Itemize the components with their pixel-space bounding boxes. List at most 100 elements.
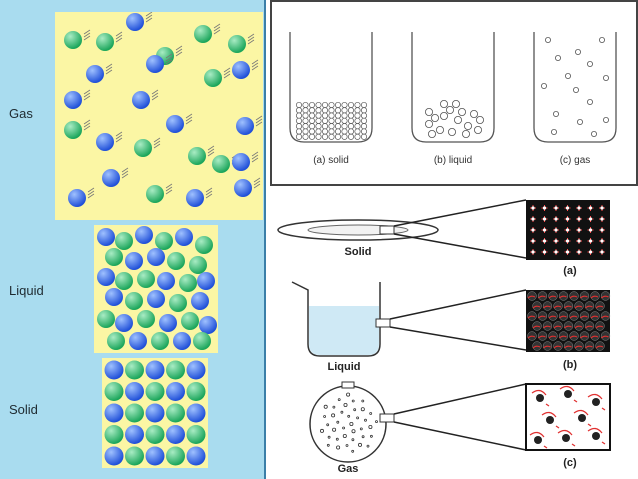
liquid-particle <box>563 341 574 351</box>
lattice-particle <box>564 238 571 244</box>
solid-grid-dot <box>321 128 329 135</box>
liquid-particle <box>563 321 574 331</box>
liquid-beaker-dot <box>424 108 433 117</box>
lattice-particle <box>576 216 582 222</box>
lattice-particle <box>587 227 594 233</box>
particle <box>105 288 123 306</box>
liquid-particle <box>537 311 548 321</box>
liquid-beaker-dot <box>453 116 462 125</box>
solid-grid-dot <box>315 117 322 124</box>
solid-grid-dot <box>334 123 342 130</box>
particle <box>86 63 113 83</box>
particle <box>104 425 124 444</box>
particle <box>193 332 211 350</box>
particle <box>125 382 144 401</box>
liquid-particle <box>558 311 569 321</box>
solid-grid-dot <box>360 101 368 109</box>
solid-grid-dot <box>354 112 361 119</box>
flask-particle <box>336 445 341 450</box>
particle <box>186 425 206 444</box>
liquid-particle <box>548 331 558 341</box>
solid-grid-dot <box>341 107 348 114</box>
gas-beaker-dot <box>574 49 581 56</box>
zoom-gas-particles <box>529 385 606 449</box>
solid-grid-dot <box>308 123 316 130</box>
liquid-beaker-dot <box>430 114 439 123</box>
liquid-particle <box>553 301 563 311</box>
particle <box>68 187 95 207</box>
zoom-label-b: (b) <box>563 359 577 371</box>
particle <box>191 292 209 310</box>
solid-grid-dot <box>315 101 322 109</box>
solid-grid-dot <box>334 112 342 119</box>
flask-particle <box>335 437 339 441</box>
gas-particle <box>587 393 606 411</box>
flask-particle <box>368 424 373 429</box>
particle <box>125 360 144 380</box>
particle <box>104 360 124 380</box>
label-solid: Solid <box>345 246 372 258</box>
flask-particle <box>336 420 340 424</box>
lattice-particle <box>576 238 582 244</box>
flask-particle <box>359 427 363 431</box>
particle <box>125 425 144 444</box>
gas-beaker-dot <box>602 117 609 124</box>
solid-grid-dot <box>341 128 348 135</box>
particle <box>188 145 215 165</box>
liquid-particle <box>542 341 553 351</box>
liquid-particle <box>537 291 548 301</box>
liquid-particles <box>94 225 218 353</box>
solid-grid-dot <box>341 112 348 119</box>
liquid-beaker-particles <box>424 100 484 138</box>
lattice-particle <box>564 205 571 211</box>
label-gas: Gas <box>338 463 359 475</box>
solid-grid-dot <box>354 117 361 124</box>
particle <box>232 151 259 171</box>
particle <box>181 312 199 330</box>
solid-grid-dot <box>334 128 342 135</box>
caption-solid: (a) solid <box>313 155 349 166</box>
solid-grid-dot <box>302 101 309 109</box>
zoom-label-a: (a) <box>563 265 577 277</box>
solid-grid-dot <box>347 133 355 140</box>
solid-grid-dot <box>302 112 309 119</box>
liquid-particle <box>600 291 611 301</box>
liquid-particle <box>574 321 584 331</box>
lattice-particle <box>541 249 548 255</box>
particle <box>155 232 173 250</box>
lattice-particle <box>541 216 548 222</box>
beaker-gas <box>533 32 617 143</box>
lattice-particle <box>553 205 559 211</box>
liquid-particle <box>600 311 611 321</box>
flask-particle <box>356 416 359 420</box>
particle <box>125 292 143 310</box>
flask-particle <box>346 392 351 397</box>
liquid-particle <box>548 291 558 301</box>
lattice-particle <box>587 205 594 211</box>
flask-particle <box>375 420 378 424</box>
particle <box>194 23 221 43</box>
lattice-particle <box>553 238 559 244</box>
flask-particle <box>351 438 355 442</box>
particle <box>96 131 123 151</box>
liquid-particle <box>584 341 595 351</box>
solid-grid-dot <box>341 101 348 109</box>
flask-particle <box>343 402 348 407</box>
liquid-beaker <box>291 281 527 357</box>
beaker-liquid <box>411 32 495 143</box>
label-liquid: Liquid <box>328 361 361 373</box>
particle <box>189 256 207 274</box>
solid-grid-dot <box>354 133 361 140</box>
lattice-particle <box>541 238 548 244</box>
solid-grid-dot <box>308 112 316 119</box>
gas-beaker-dot <box>598 37 605 44</box>
lattice-particle <box>530 216 536 222</box>
particle <box>137 310 155 328</box>
particle <box>146 183 173 203</box>
liquid-particle <box>527 331 537 341</box>
liquid-particle <box>537 331 548 341</box>
solid-grid-dot <box>328 117 335 124</box>
liquid-particle <box>558 331 569 341</box>
solid-grid-dot <box>328 123 335 130</box>
liquid-beaker-dot <box>469 110 478 119</box>
